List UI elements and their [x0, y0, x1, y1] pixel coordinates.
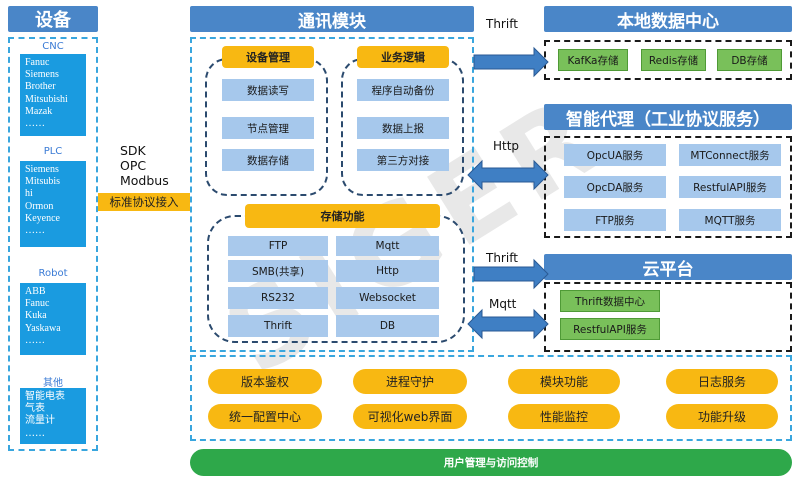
cloud-item: RestfulAPI服务 [560, 318, 660, 340]
arrow-thrift-mid [473, 258, 549, 290]
device-item: ABB [25, 286, 46, 297]
device-item: 流量计 [25, 415, 55, 427]
device-item: Mitsubishi [25, 93, 68, 105]
storage-item: Mqtt [336, 236, 439, 256]
plc-device-list: Siemens Mitsubis hi Ormon Keyence …… [20, 161, 86, 247]
storage-title: 存储功能 [245, 204, 440, 228]
robot-device-list: ABB Fanuc Kuka Yaskawa …… [20, 283, 86, 355]
agent-panel [544, 136, 792, 238]
device-item: 智能电表 [25, 391, 65, 402]
device-item: …… [25, 225, 45, 237]
dm-item: 数据读写 [222, 79, 314, 101]
cloud-item: Thrift数据中心 [560, 290, 660, 312]
comm-header: 通讯模块 [190, 6, 474, 32]
protocol-sdk: SDK [120, 143, 146, 158]
agent-item: OpcDA服务 [564, 176, 666, 198]
device-item: …… [25, 118, 45, 130]
device-item: Keyence [25, 212, 60, 224]
device-item: Yaskawa [25, 322, 61, 334]
local-dc-item: DB存储 [717, 49, 782, 71]
device-item: Mazak [25, 105, 53, 117]
local-dc-item: KafKa存储 [558, 49, 628, 71]
protocol-modbus: Modbus [120, 173, 169, 188]
dm-item: 数据存储 [222, 149, 314, 171]
device-item: hi [25, 188, 33, 200]
local-dc-item: Redis存储 [641, 49, 706, 71]
agent-header: 智能代理（工业协议服务） [544, 104, 792, 130]
feature-item: 功能升级 [666, 404, 778, 429]
devices-header: 设备 [8, 6, 98, 32]
storage-item: SMB(共享) [228, 260, 328, 282]
feature-item: 可视化web界面 [353, 404, 467, 429]
storage-item: Thrift [228, 315, 328, 337]
storage-item: Http [336, 260, 439, 282]
device-item: Mitsubis [25, 176, 61, 188]
link-label-mqtt: Mqtt [489, 297, 517, 311]
arrow-thrift-top [473, 46, 549, 78]
feature-item: 版本鉴权 [208, 369, 322, 394]
feature-item: 进程守护 [353, 369, 467, 394]
device-item: …… [25, 427, 45, 439]
local-dc-header: 本地数据中心 [544, 6, 792, 32]
agent-item: MQTT服务 [679, 209, 781, 231]
arrow-mqtt [467, 308, 549, 340]
devices-panel [8, 37, 98, 451]
protocol-list: SDK OPC Modbus [120, 143, 169, 188]
feature-item: 统一配置中心 [208, 404, 322, 429]
standard-protocol-access: 标准协议接入 [98, 193, 190, 211]
other-device-list: 智能电表 气表 流量计 …… [20, 388, 86, 444]
feature-item: 性能监控 [508, 404, 620, 429]
storage-item: FTP [228, 236, 328, 256]
biz-item: 数据上报 [357, 117, 449, 139]
agent-item: FTP服务 [564, 209, 666, 231]
device-item: 气表 [25, 403, 45, 415]
feature-item: 模块功能 [508, 369, 620, 394]
comm-panel [190, 37, 474, 352]
biz-item: 程序自动备份 [357, 79, 449, 101]
device-item: …… [25, 334, 45, 346]
user-access-control-bar: 用户管理与访问控制 [190, 449, 792, 476]
link-label-thrift-top: Thrift [486, 17, 518, 31]
features-panel [190, 355, 792, 441]
storage-item: Websocket [336, 287, 439, 309]
arrow-http [467, 159, 549, 191]
device-item: Fanuc [25, 57, 50, 68]
device-item: Ormon [25, 200, 54, 212]
business-title: 业务逻辑 [357, 46, 449, 68]
link-label-thrift-mid: Thrift [486, 251, 518, 265]
plc-title: PLC [43, 146, 63, 157]
robot-title: Robot [38, 268, 68, 279]
device-mgmt-title: 设备管理 [222, 46, 314, 68]
cnc-device-list: Fanuc Siemens Brother Mitsubishi Mazak …… [20, 54, 86, 136]
biz-item: 第三方对接 [357, 149, 449, 171]
agent-item: MTConnect服务 [679, 144, 781, 166]
cloud-panel [544, 282, 792, 352]
device-item: Brother [25, 81, 56, 93]
agent-item: OpcUA服务 [564, 144, 666, 166]
dm-item: 节点管理 [222, 117, 314, 139]
feature-item: 日志服务 [666, 369, 778, 394]
device-item: Siemens [25, 164, 59, 175]
cnc-title: CNC [42, 41, 64, 52]
device-item: Fanuc [25, 298, 50, 310]
agent-item: RestfulAPI服务 [679, 176, 781, 198]
protocol-opc: OPC [120, 158, 147, 173]
device-item: Siemens [25, 69, 59, 81]
device-item: Kuka [25, 310, 47, 322]
storage-item: RS232 [228, 287, 328, 309]
link-label-http: Http [493, 139, 520, 153]
other-title: 其他 [43, 378, 63, 389]
cloud-header: 云平台 [544, 254, 792, 280]
storage-item: DB [336, 315, 439, 337]
